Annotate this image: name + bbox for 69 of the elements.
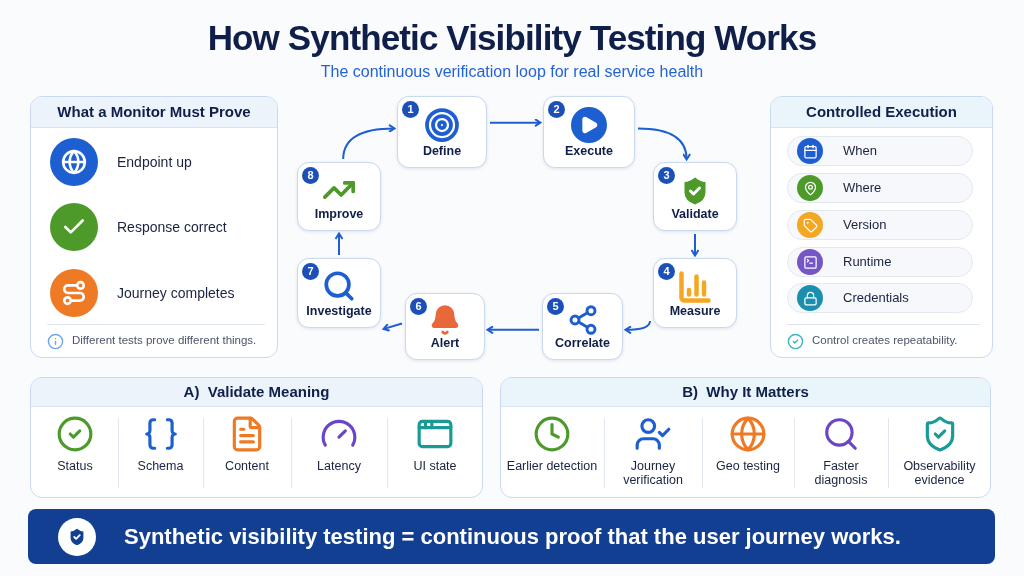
item-label: Observability evidence (902, 459, 977, 487)
pill-label: Credentials (843, 289, 909, 308)
item-label: Latency (316, 459, 362, 473)
step-card (297, 258, 381, 328)
arrow (382, 322, 403, 332)
panel-heading: B) Why It Matters (682, 381, 809, 402)
pill-label: Where (843, 179, 882, 198)
pill-row (787, 283, 973, 313)
card-panel (30, 96, 278, 358)
item-label: Status (56, 459, 94, 473)
step-number-badge: 1 (402, 101, 419, 118)
arrow (690, 233, 700, 257)
step-label: Improve (314, 206, 364, 224)
step-card (297, 162, 381, 231)
item-label: UI state (412, 459, 458, 473)
pill-label: Runtime (843, 253, 892, 272)
item-label: Faster diagnosis (813, 459, 869, 487)
item-label: Journey completes (117, 283, 235, 303)
item-label: Endpoint up (117, 152, 192, 172)
pill-row (787, 247, 973, 277)
step-number-badge: 5 (547, 298, 564, 315)
arrow (486, 325, 540, 335)
step-number-badge: 8 (302, 167, 319, 184)
panel-heading: A) Validate Meaning (183, 381, 330, 402)
step-card (405, 293, 485, 360)
step-label: Correlate (555, 335, 610, 353)
arrow (637, 127, 691, 161)
step-label: Define (422, 143, 462, 161)
arrow (334, 232, 344, 256)
step-label: Investigate (306, 303, 372, 321)
item-label: Earlier detection (505, 459, 599, 473)
pill-row (787, 136, 973, 166)
arrow (489, 118, 542, 128)
card-panel (30, 377, 483, 498)
step-card (397, 96, 487, 168)
panel-heading: Controlled Execution (806, 101, 957, 122)
title: How Synthetic Visibility Testing Works (207, 17, 817, 59)
panel-heading: What a Monitor Must Prove (57, 101, 251, 122)
pill-label: When (843, 142, 877, 161)
step-number-badge: 2 (548, 101, 565, 118)
step-card (542, 293, 623, 360)
step-label: Validate (671, 206, 719, 224)
footnote: Different tests prove different things. (72, 333, 257, 349)
step-number-badge: 6 (410, 298, 427, 315)
step-card (543, 96, 635, 168)
step-card (653, 258, 737, 328)
item-label: Content (224, 459, 270, 473)
arrow (624, 320, 651, 335)
card-panel (500, 377, 991, 498)
step-label: Execute (565, 143, 613, 161)
summary-text: Synthetic visibility testing = continuous proof that the user journey works. (124, 523, 901, 551)
item-label: Schema (136, 459, 185, 473)
card-panel (770, 96, 993, 358)
subtitle: The continuous verification loop for real service health (320, 62, 704, 82)
item-label: Journey verification (622, 459, 684, 487)
step-number-badge: 3 (658, 167, 675, 184)
summary-banner (28, 509, 995, 564)
pill-label: Version (843, 216, 887, 235)
step-label: Alert (430, 335, 460, 353)
step-label: Measure (669, 303, 721, 321)
footnote: Control creates repeatability. (812, 333, 958, 349)
step-number-badge: 4 (658, 263, 675, 280)
item-label: Response correct (117, 217, 227, 237)
item-label: Geo testing (715, 459, 781, 473)
pill-row (787, 210, 973, 240)
step-number-badge: 7 (302, 263, 319, 280)
step-card (653, 162, 737, 231)
pill-row (787, 173, 973, 203)
arrow (342, 124, 396, 160)
